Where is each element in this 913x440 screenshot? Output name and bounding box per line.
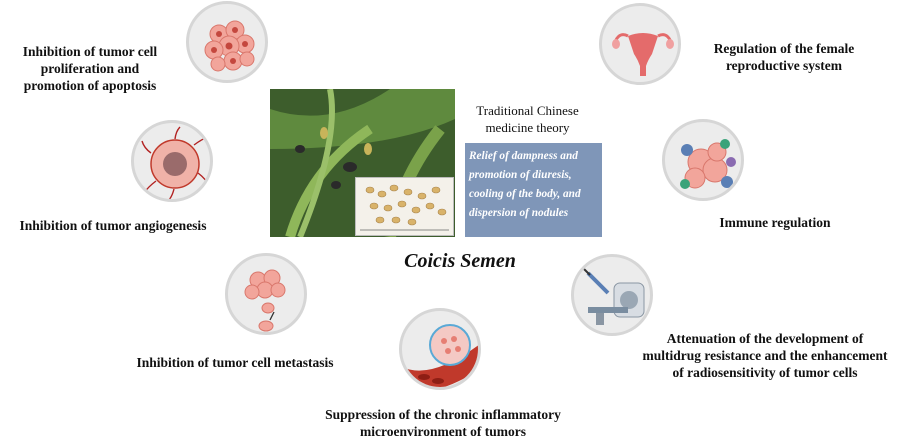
seeds-inset-photo (355, 177, 454, 236)
tcm-heading-line: medicine theory (485, 120, 570, 135)
label-metastasis: Inhibition of tumor cell metastasis (115, 354, 355, 371)
label-line: of radiosensitivity of tumor cells (672, 365, 858, 380)
label-immune: Immune regulation (700, 214, 850, 231)
tcm-effects-box: Relief of dampness and promotion of diur… (465, 143, 602, 237)
label-line: Immune regulation (719, 215, 831, 230)
tcm-box-line: dispersion of nodules (469, 207, 569, 219)
label-line: Inhibition of tumor angiogenesis (19, 218, 207, 233)
tumor-cells-icon (186, 1, 268, 83)
label-line: Regulation of the female (713, 41, 855, 56)
label-line: Suppression of the chronic inflammatory (325, 407, 561, 422)
label-line: microenvironment of tumors (360, 424, 526, 439)
tcm-box-line: cooling of the body, and (469, 188, 581, 200)
label-line: promotion of apoptosis (23, 78, 157, 93)
immune-cells-icon (662, 119, 744, 201)
tcm-box-line: Relief of dampness and (469, 150, 578, 162)
label-resistance: Attenuation of the development of multid… (620, 330, 910, 381)
radiotherapy-machine-icon (571, 254, 653, 336)
metastasis-icon (225, 253, 307, 335)
page-title: Coicis Semen (404, 250, 516, 272)
label-line: Inhibition of tumor cell (22, 44, 158, 59)
tcm-heading: Traditional Chinese medicine theory (455, 102, 600, 136)
label-line: multidrug resistance and the enhancement (642, 348, 888, 363)
uterus-icon (599, 3, 681, 85)
label-reproductive: Regulation of the female reproductive sy… (699, 40, 869, 74)
label-line: Inhibition of tumor cell metastasis (136, 355, 334, 370)
coicis-plant-photo (270, 89, 455, 237)
label-line: Attenuation of the development of (666, 331, 864, 346)
label-line: proliferation and (40, 61, 140, 76)
label-angiogenesis: Inhibition of tumor angiogenesis (0, 217, 226, 234)
label-inflammatory: Suppression of the chronic inflammatory … (305, 406, 581, 440)
tcm-box-line: promotion of diuresis, (469, 169, 572, 181)
label-line: reproductive system (725, 58, 843, 73)
angiogenesis-icon (131, 120, 213, 202)
blood-vessel-icon (399, 308, 481, 390)
label-proliferation: Inhibition of tumor cell proliferation a… (6, 43, 174, 94)
tcm-heading-line: Traditional Chinese (476, 103, 579, 118)
